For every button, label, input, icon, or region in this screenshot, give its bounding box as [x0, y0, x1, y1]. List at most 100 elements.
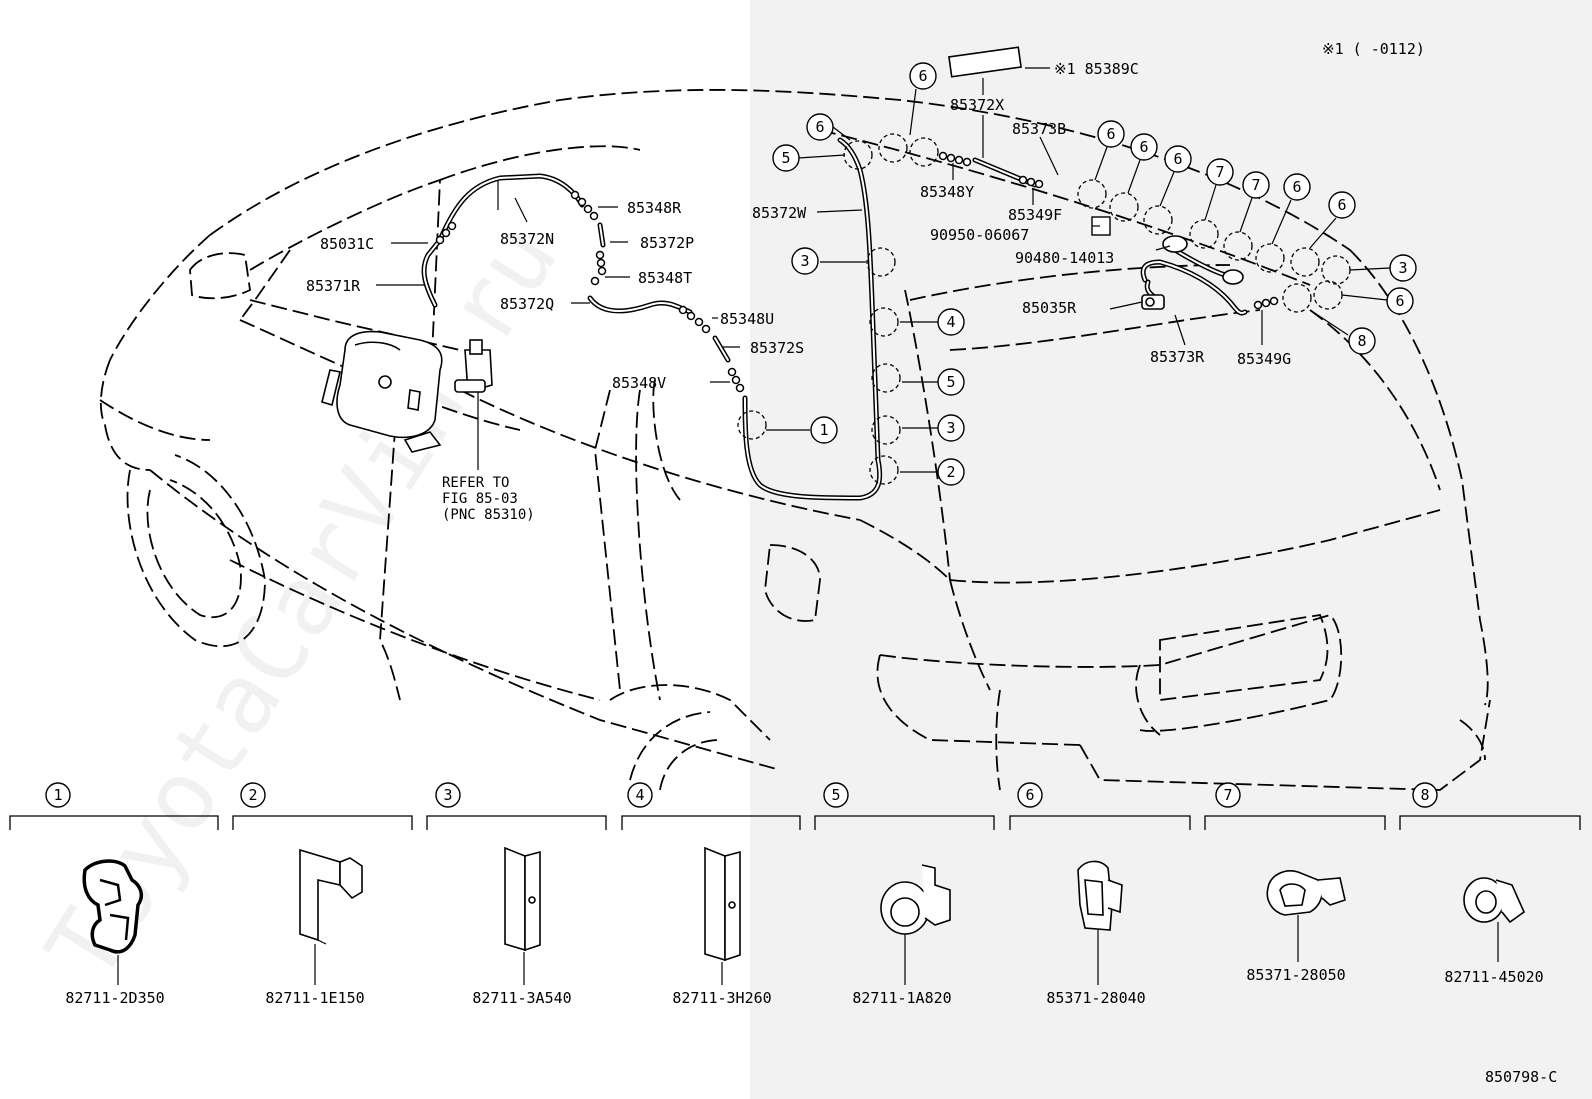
svg-text:6: 6 — [918, 67, 927, 85]
svg-text:1: 1 — [819, 421, 828, 439]
callout-6: 6 — [909, 62, 937, 90]
washer-hose-route — [421, 137, 1279, 501]
callout-2: 2 — [937, 458, 965, 486]
svg-text:3: 3 — [800, 252, 809, 270]
clip-82711-1E150-drawing — [299, 848, 363, 985]
label-85348V: 85348V — [612, 374, 666, 392]
svg-text:2: 2 — [248, 786, 257, 804]
callout-7: 7 — [1206, 158, 1234, 186]
header-note: ※1 ( -0112) — [1322, 40, 1425, 58]
label-85372P: 85372P — [640, 234, 694, 252]
label-85372S: 85372S — [750, 339, 804, 357]
label-85349F: 85349F — [1008, 206, 1062, 224]
label-85372X: 85372X — [950, 96, 1004, 114]
check-valve — [1162, 235, 1244, 285]
svg-text:6: 6 — [1395, 292, 1404, 310]
tape-85389C — [948, 46, 1022, 78]
clip-82711-3H260-drawing — [704, 846, 741, 985]
label-85373R: 85373R — [1150, 348, 1205, 366]
vehicle-body-outline — [99, 89, 1491, 791]
leader-lines — [376, 67, 1391, 473]
part-labels: ※1 ( -0112) ※1 85389C 85372X 85373B 8534… — [306, 40, 1557, 1086]
label-85035R: 85035R — [1022, 299, 1077, 317]
label-90950-06067: 90950-06067 — [930, 226, 1029, 244]
label-85348T: 85348T — [638, 269, 692, 287]
clip-panel-6: 6 85371-28040 — [1017, 782, 1146, 1007]
clip-part-85371-28040: 85371-28040 — [1046, 989, 1145, 1007]
clip-panel-4-number: 4 — [627, 782, 653, 808]
svg-text:5: 5 — [946, 373, 955, 391]
callout-6: 6 — [1328, 191, 1356, 219]
svg-text:6: 6 — [815, 118, 824, 136]
clip-panel-1-number: 1 — [45, 782, 71, 808]
callout-4: 4 — [937, 308, 965, 336]
callout-1: 1 — [810, 416, 838, 444]
clip-part-82711-45020: 82711-45020 — [1444, 968, 1543, 986]
svg-text:4: 4 — [635, 786, 644, 804]
label-85389C: ※1 85389C — [1054, 60, 1139, 78]
clip-panel-6-number: 6 — [1017, 782, 1043, 808]
svg-text:1: 1 — [53, 786, 62, 804]
refer-note-line-3: (PNC 85310) — [442, 507, 535, 523]
clip-panel-2: 2 82711-1E150 — [240, 782, 365, 1007]
rear-washer-nozzle — [1141, 294, 1165, 310]
svg-text:7: 7 — [1223, 786, 1232, 804]
svg-text:6: 6 — [1173, 150, 1182, 168]
svg-text:5: 5 — [781, 149, 790, 167]
clip-82711-1A820-drawing — [880, 864, 951, 985]
callout-7: 7 — [1242, 171, 1270, 199]
diagram-code: 850798-C — [1485, 1068, 1557, 1086]
clip-panel-2-number: 2 — [240, 782, 266, 808]
callout-8: 8 — [1348, 327, 1376, 355]
clip-part-82711-2D350: 82711-2D350 — [65, 989, 164, 1007]
callout-6: 6 — [1130, 133, 1158, 161]
washer-pump — [454, 339, 493, 394]
clip-panels: 1 82711-2D350 2 82711-1E150 3 — [9, 782, 1581, 1007]
callout-5: 5 — [772, 144, 800, 172]
svg-text:8: 8 — [1420, 786, 1429, 804]
clip-panel-1: 1 82711-2D350 — [45, 782, 165, 1007]
callout-6: 6 — [1097, 120, 1125, 148]
clip-82711-45020-drawing — [1463, 877, 1525, 962]
clip-part-82711-3A540: 82711-3A540 — [472, 989, 571, 1007]
svg-text:6: 6 — [1025, 786, 1034, 804]
callout-6: 6 — [1164, 145, 1192, 173]
label-85348Y: 85348Y — [920, 183, 974, 201]
svg-text:5: 5 — [831, 786, 840, 804]
label-85372W: 85372W — [752, 204, 807, 222]
clip-85371-28050-drawing — [1266, 870, 1346, 962]
label-85373B: 85373B — [1012, 120, 1066, 138]
callouts: 6 6 5 6 6 6 7 7 6 6 3 6 8 3 4 5 3 2 1 — [772, 62, 1417, 486]
clip-panel-3: 3 82711-3A540 — [435, 782, 572, 1007]
svg-text:6: 6 — [1139, 138, 1148, 156]
clip-panel-5: 5 82711-1A820 — [823, 782, 952, 1007]
svg-text:3: 3 — [443, 786, 452, 804]
clip-part-85371-28050: 85371-28050 — [1246, 966, 1345, 984]
label-90480-14013: 90480-14013 — [1015, 249, 1114, 267]
svg-text:6: 6 — [1106, 125, 1115, 143]
label-85349G: 85349G — [1237, 350, 1291, 368]
callout-6: 6 — [1386, 287, 1414, 315]
svg-text:6: 6 — [1337, 196, 1346, 214]
svg-text:7: 7 — [1251, 176, 1260, 194]
svg-text:6: 6 — [1292, 178, 1301, 196]
callout-6: 6 — [1283, 173, 1311, 201]
clip-panel-3-number: 3 — [435, 782, 461, 808]
clip-panel-8-number: 8 — [1412, 782, 1438, 808]
clip-82711-3A540-drawing — [504, 846, 541, 985]
callout-3: 3 — [791, 247, 819, 275]
clip-panel-7: 7 85371-28050 — [1215, 782, 1346, 984]
svg-text:2: 2 — [946, 463, 955, 481]
refer-note-line-1: REFER TO — [442, 475, 509, 491]
svg-text:3: 3 — [1398, 259, 1407, 277]
svg-text:7: 7 — [1215, 163, 1224, 181]
callout-3: 3 — [937, 414, 965, 442]
clip-panel-4: 4 82711-3H260 — [627, 782, 772, 1007]
clip-panel-7-number: 7 — [1215, 782, 1241, 808]
washer-tank — [321, 330, 443, 453]
clip-82711-2D350-drawing — [82, 859, 144, 985]
clip-part-82711-1A820: 82711-1A820 — [852, 989, 951, 1007]
svg-text:8: 8 — [1357, 332, 1366, 350]
label-85371R: 85371R — [306, 277, 361, 295]
